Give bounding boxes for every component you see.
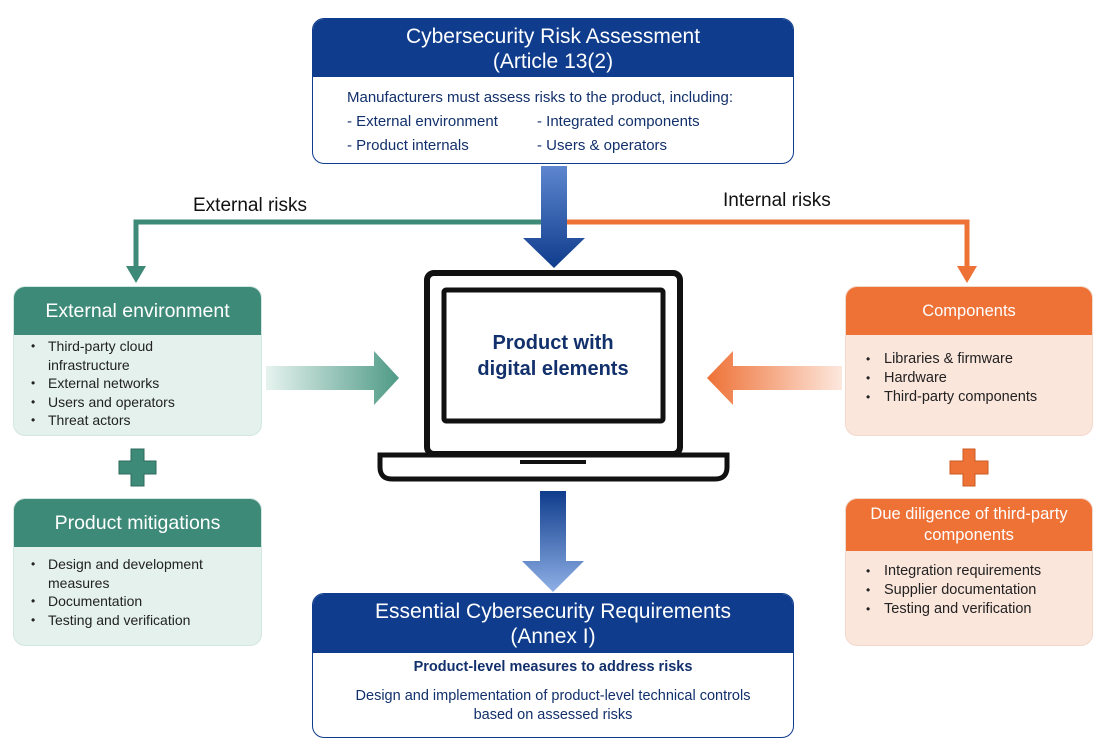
risk-assessment-intro: Manufacturers must assess risks to the p… bbox=[347, 89, 734, 106]
due-diligence-box: Due diligence of third-party components … bbox=[845, 498, 1093, 646]
risk-assessment-article: (Article 13(2) bbox=[492, 50, 614, 73]
due-diligence-list: Integration requirements Supplier docume… bbox=[846, 562, 1092, 619]
list-item: Integration requirements bbox=[846, 562, 1092, 581]
risk-assessment-box: Cybersecurity Risk Assessment (Article 1… bbox=[312, 18, 794, 164]
list-item: Supplier documentation bbox=[846, 581, 1092, 600]
external-environment-list: Third-party cloud infrastructure Externa… bbox=[14, 337, 261, 430]
description-line: Design and implementation of product-lev… bbox=[355, 688, 751, 704]
due-diligence-title-2: components bbox=[924, 526, 1014, 544]
risk-assessment-header: Cybersecurity Risk Assessment (Article 1… bbox=[313, 19, 793, 77]
essential-requirements-title: Essential Cybersecurity Requirements bbox=[375, 600, 731, 623]
list-item: Third-party cloud infrastructure bbox=[14, 337, 204, 374]
list-item: Users and operators bbox=[14, 393, 261, 412]
requirements-down-arrow bbox=[522, 491, 584, 592]
laptop-icon bbox=[377, 270, 730, 482]
list-item: External networks bbox=[14, 374, 261, 393]
product-label: Product with digital elements bbox=[448, 330, 658, 382]
internal-risks-label: Internal risks bbox=[723, 190, 831, 211]
essential-requirements-description: Design and implementation of product-lev… bbox=[313, 687, 793, 725]
plus-icon-green bbox=[118, 448, 157, 487]
external-to-product-arrow bbox=[266, 351, 399, 405]
list-item: Documentation bbox=[14, 592, 261, 611]
due-diligence-title: Due diligence of third-party bbox=[870, 505, 1068, 523]
list-item: Design and development measures bbox=[14, 555, 229, 592]
risk-item: - Product internals bbox=[347, 137, 469, 154]
essential-requirements-subtitle: Product-level measures to address risks bbox=[413, 659, 693, 675]
risk-list-col-2: - Integrated components - Users & operat… bbox=[537, 110, 727, 158]
essential-requirements-box: Essential Cybersecurity Requirements (An… bbox=[312, 593, 794, 738]
components-list: Libraries & firmware Hardware Third-part… bbox=[846, 350, 1092, 407]
risk-assessment-body: Manufacturers must assess risks to the p… bbox=[313, 77, 793, 163]
list-item: Testing and verification bbox=[846, 600, 1092, 619]
description-line: based on assessed risks bbox=[473, 707, 633, 723]
internal-risks-arrow bbox=[553, 219, 977, 283]
list-item: Threat actors bbox=[14, 411, 261, 430]
product-mitigations-list: Design and development measures Document… bbox=[14, 555, 261, 629]
product-label-line1: Product with bbox=[492, 332, 614, 354]
list-item: Libraries & firmware bbox=[846, 350, 1092, 369]
risk-item: - External environment bbox=[347, 113, 498, 130]
risk-item: - Users & operators bbox=[537, 137, 668, 154]
external-risks-arrow bbox=[126, 219, 553, 283]
product-mitigations-title: Product mitigations bbox=[14, 499, 261, 547]
essential-requirements-header: Essential Cybersecurity Requirements (An… bbox=[313, 594, 793, 653]
essential-requirements-annex: (Annex I) bbox=[510, 625, 596, 648]
risk-item: - Integrated components bbox=[537, 113, 700, 130]
external-risks-label: External risks bbox=[193, 195, 308, 216]
product-label-line2: digital elements bbox=[477, 358, 629, 380]
plus-icon-orange bbox=[949, 448, 989, 487]
product-mitigations-box: Product mitigations Design and developme… bbox=[13, 498, 262, 646]
due-diligence-header: Due diligence of third-party components bbox=[846, 499, 1092, 551]
list-item: Hardware bbox=[846, 369, 1092, 388]
risk-list-col-1: - External environment - Product interna… bbox=[347, 110, 537, 158]
components-to-product-arrow bbox=[707, 351, 842, 405]
external-environment-title: External environment bbox=[14, 287, 261, 335]
external-environment-box: External environment Third-party cloud i… bbox=[13, 286, 262, 436]
components-box: Components Libraries & firmware Hardware… bbox=[845, 286, 1093, 436]
components-title: Components bbox=[846, 287, 1092, 335]
list-item: Testing and verification bbox=[14, 611, 261, 630]
assessment-down-arrow bbox=[523, 166, 585, 268]
risk-assessment-title: Cybersecurity Risk Assessment bbox=[405, 25, 701, 48]
list-item: Third-party components bbox=[846, 388, 1092, 407]
